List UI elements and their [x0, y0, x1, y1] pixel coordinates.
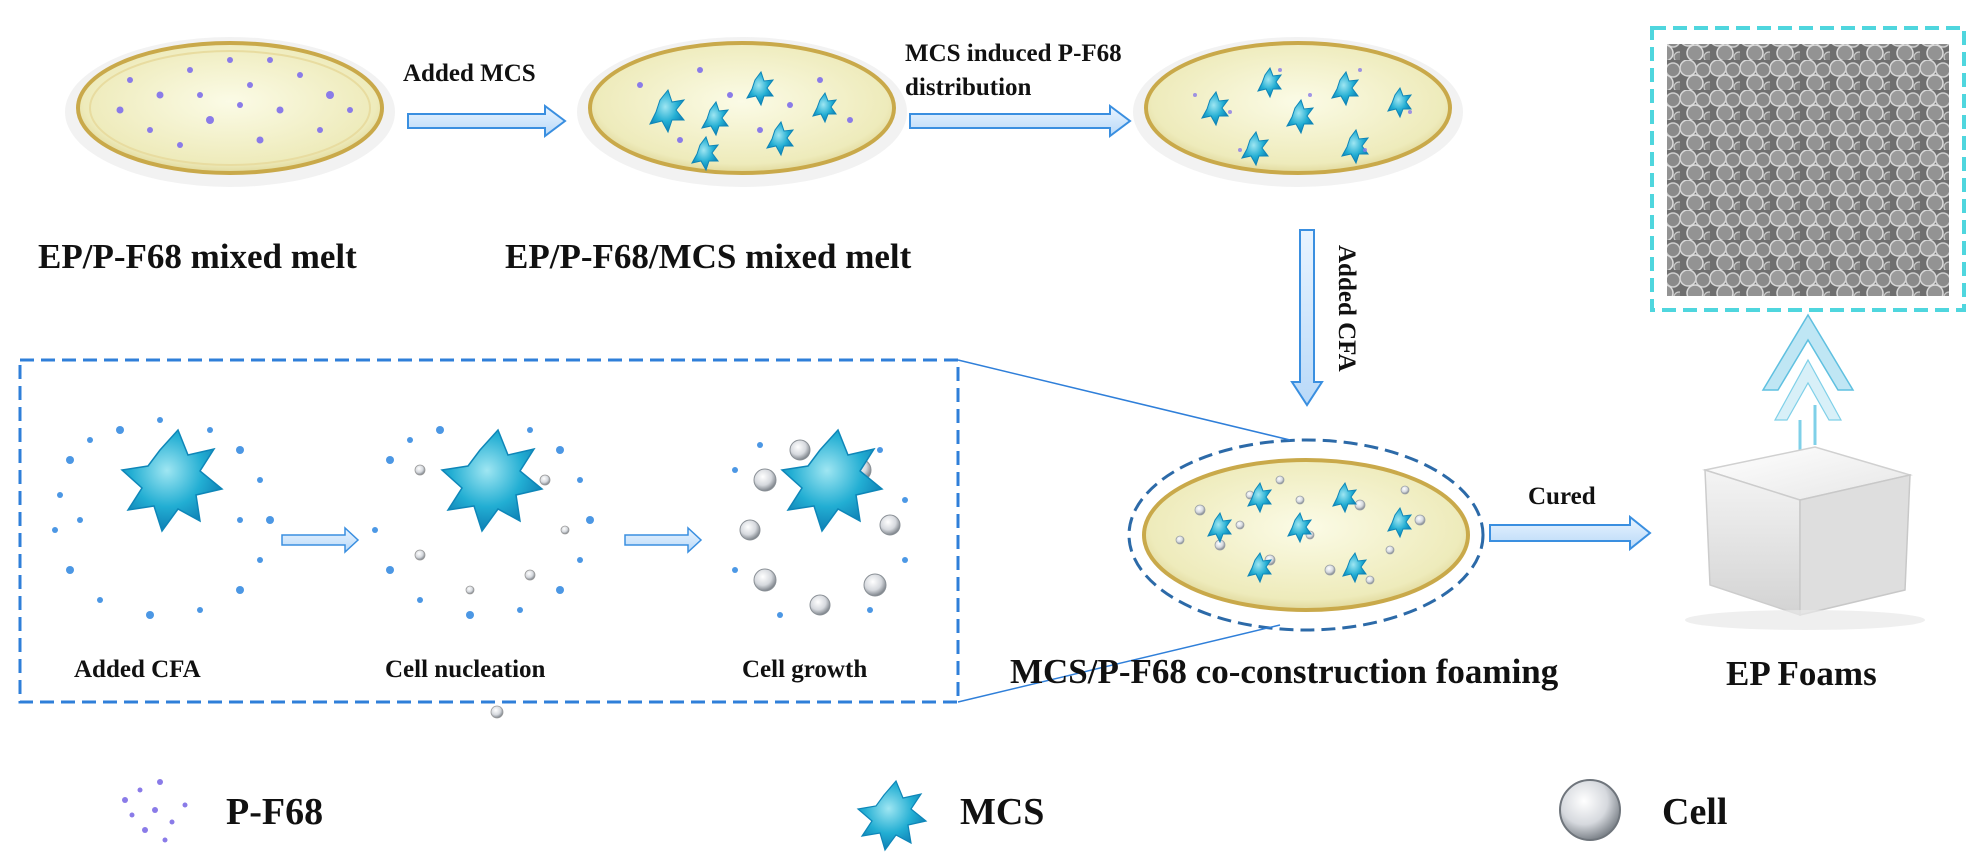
inset-stage-cell-growth — [732, 428, 908, 618]
arrow-added-cfa — [1290, 229, 1324, 407]
label-added-mcs: Added MCS — [403, 60, 536, 87]
label-ep-pf68-mcs: EP/P-F68/MCS mixed melt — [505, 237, 912, 276]
rising-arrow — [1761, 313, 1855, 450]
pf68-dots — [116, 57, 353, 148]
label-mcs-induced-line1: MCS induced P-F68 — [905, 40, 1122, 67]
label-added-cfa-vertical: Added CFA — [1333, 245, 1360, 372]
inset-stage-cell-nucleation — [372, 426, 594, 619]
label-ep-pf68: EP/P-F68 mixed melt — [38, 237, 357, 276]
label-cured: Cured — [1528, 483, 1596, 510]
inset-label-cell-growth: Cell growth — [742, 656, 868, 683]
arrow-added-mcs — [407, 104, 567, 138]
inset-arrow-2 — [624, 526, 703, 554]
label-mcs-induced-line2: distribution — [905, 74, 1032, 101]
inset-arrow-1 — [281, 526, 360, 554]
legend-label-cell: Cell — [1662, 791, 1728, 833]
legend-mcs-icon — [856, 779, 928, 852]
inset-label-cell-nucleation: Cell nucleation — [385, 656, 546, 683]
arrow-cured — [1489, 514, 1652, 552]
sem-image — [1650, 26, 1966, 312]
dish-ep-pf68-mcs — [577, 37, 907, 187]
legend-label-pf68: P-F68 — [226, 791, 324, 833]
legend-cell-icon — [1559, 779, 1621, 841]
stray-cell — [490, 705, 504, 719]
dish-ep-pf68 — [65, 37, 395, 187]
inset-stage-added-cfa — [52, 417, 274, 619]
foam-cube — [1685, 446, 1925, 630]
dish-co-construction — [1127, 438, 1485, 632]
label-ep-foams: EP Foams — [1726, 654, 1877, 693]
dish-mcs-induced — [1133, 37, 1463, 187]
legend-label-mcs: MCS — [960, 791, 1045, 833]
inset-panel — [18, 358, 1291, 704]
inset-label-added-cfa: Added CFA — [74, 656, 201, 683]
arrow-mcs-induced — [909, 104, 1132, 138]
legend-pf68-icon — [122, 779, 188, 843]
label-co-construction: MCS/P-F68 co-construction foaming — [1010, 652, 1559, 691]
